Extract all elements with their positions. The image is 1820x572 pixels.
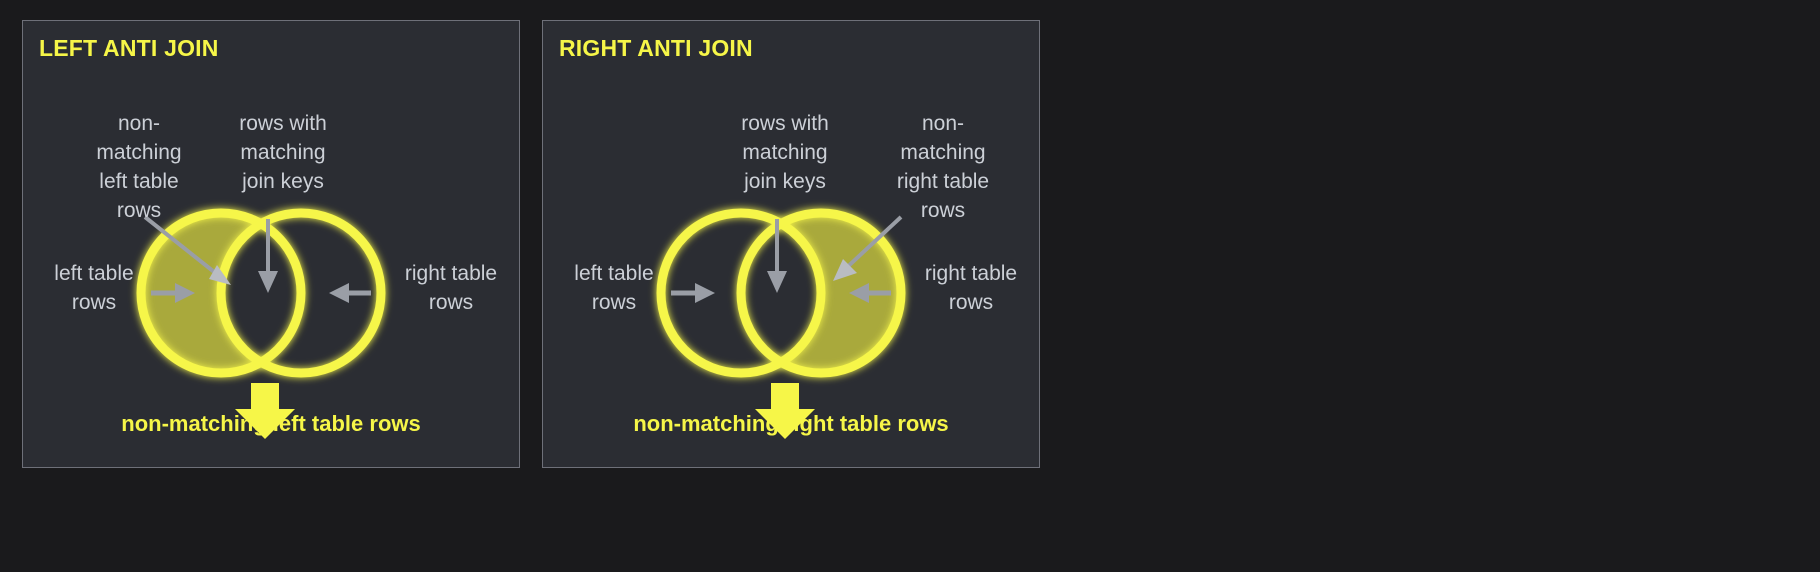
venn-circle-right (216, 208, 386, 378)
label-left-table-rows: left table rows (574, 262, 654, 314)
caption-right-result: non-matching right table rows (633, 411, 949, 436)
venn-circle-right (736, 208, 906, 378)
label-left-table-rows: left table rows (54, 262, 134, 314)
pointer-right-table-rows (329, 283, 371, 303)
venn-svg-right (543, 21, 1041, 469)
result-down-arrow (235, 383, 295, 439)
venn-circle-left (136, 208, 306, 378)
label-right-table-rows: right table rows (404, 262, 498, 314)
result-down-arrow (755, 383, 815, 439)
venn-diagram-left (23, 21, 521, 469)
pointer-left-table-rows (671, 283, 715, 303)
pointer-right-table-rows (849, 283, 891, 303)
panel-left-anti-join: LEFT ANTI JOIN (22, 20, 521, 469)
pointer-non-matching-right (833, 215, 903, 281)
label-right-table-rows: right table rows (924, 262, 1018, 314)
panel-right-anti-join: RIGHT ANTI JOIN (542, 20, 1041, 469)
venn-diagram-right (543, 21, 1041, 469)
caption-left-result: non-matching left table rows (121, 411, 421, 436)
venn-circle-left (656, 208, 826, 378)
annotation-matching-join-keys: rows with matching join keys (239, 112, 327, 193)
annotation-non-matching-right-rows: non- matching right table rows (896, 112, 990, 222)
venn-svg-left (23, 21, 521, 469)
annotation-matching-join-keys: rows with matching join keys (741, 112, 829, 193)
annotation-non-matching-left-rows: non- matching left table rows (96, 112, 182, 222)
pointer-left-table-rows (151, 283, 195, 303)
pointer-non-matching-left (143, 215, 231, 285)
pointer-matching-join-keys (767, 219, 787, 293)
pointer-matching-join-keys (258, 219, 278, 293)
